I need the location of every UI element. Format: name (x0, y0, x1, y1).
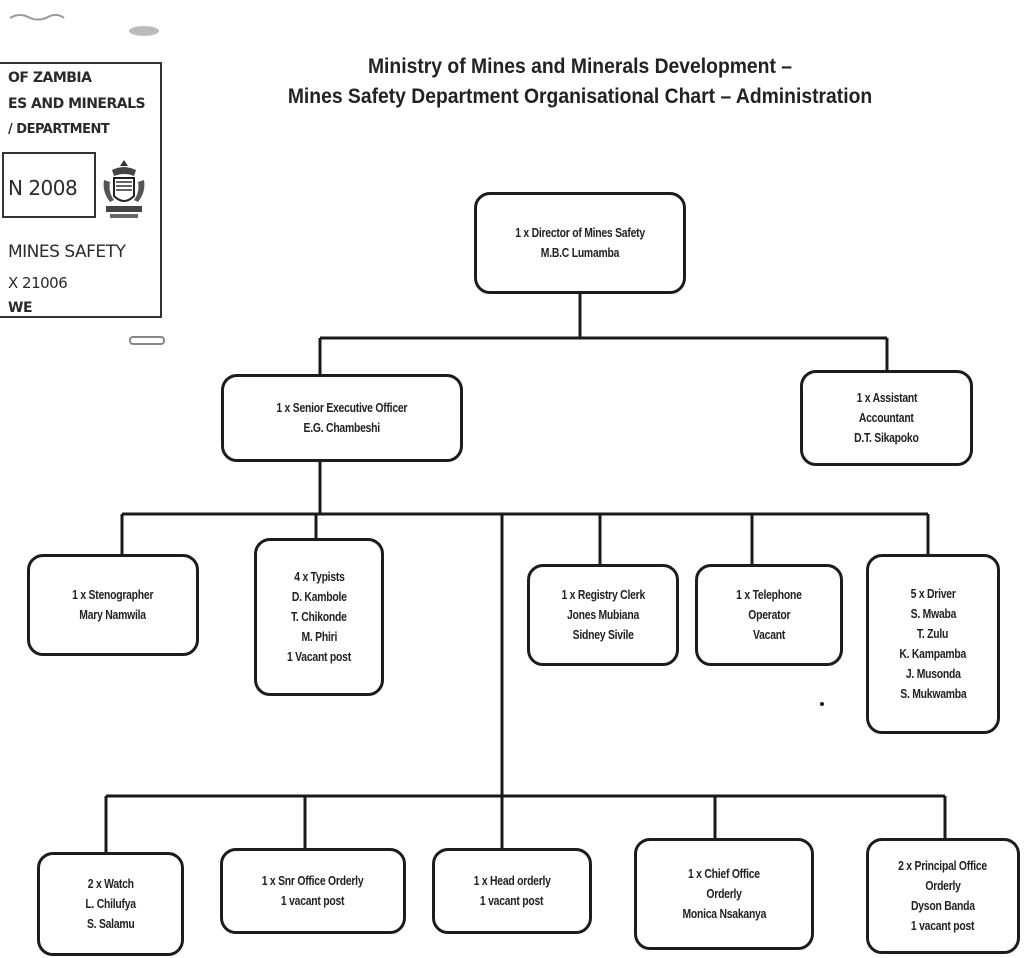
box-line: 1 vacant post (281, 893, 345, 908)
director-box: 1 x Director of Mines Safety M.B.C Lumam… (474, 192, 686, 294)
box-line: Orderly (706, 886, 742, 901)
box-line: 1 x Chief Office (688, 866, 760, 881)
box-line: Mary Namwila (79, 607, 147, 622)
box-line: Jones Mubiana (566, 607, 639, 622)
chart-title-line-1: Ministry of Mines and Minerals Developme… (367, 55, 793, 78)
box-line: L. Chilufya (85, 896, 136, 911)
assistant-accountant-box: 1 x Assistant Accountant D.T. Sikapoko (800, 370, 973, 466)
box-line: Sidney Sivile (572, 627, 634, 642)
box-line: T. Zulu (917, 626, 949, 641)
box-line: Accountant (859, 410, 914, 425)
box-line: 1 vacant post (480, 893, 544, 908)
telephone-operator-box: 1 x Telephone Operator Vacant (695, 564, 843, 666)
box-line: Orderly (925, 878, 961, 893)
chief-office-orderly-box: 1 x Chief Office Orderly Monica Nsakanya (634, 838, 814, 950)
stenographer-box: 1 x Stenographer Mary Namwila (27, 554, 199, 656)
box-line: 1 x Senior Executive Officer (276, 400, 408, 415)
box-line: M.B.C Lumamba (540, 245, 620, 260)
box-line: T. Chikonde (291, 609, 347, 624)
box-line: S. Salamu (86, 916, 135, 931)
box-line: M. Phiri (301, 629, 337, 644)
scan-smudge (9, 13, 65, 21)
scan-speck (820, 702, 824, 706)
box-line: Vacant (752, 627, 786, 642)
watch-box: 2 x Watch L. Chilufya S. Salamu (37, 852, 184, 956)
box-line: 5 x Driver (910, 586, 956, 601)
head-orderly-box: 1 x Head orderly 1 vacant post (432, 848, 592, 934)
box-line: 1 x Director of Mines Safety (515, 225, 645, 240)
box-line: 1 x Snr Office Orderly (262, 873, 364, 888)
box-line: 1 x Assistant (856, 390, 917, 405)
box-line: 1 x Head orderly (473, 873, 551, 888)
box-line: S. Mukwamba (899, 686, 967, 701)
box-line: Dyson Banda (911, 898, 975, 913)
box-line: Operator (747, 607, 790, 622)
drivers-box: 5 x Driver S. Mwaba T. Zulu K. Kampamba … (866, 554, 1000, 734)
stamp-line-7: WE (8, 300, 33, 316)
stamp-line-3: / DEPARTMENT (8, 122, 110, 137)
stamp-line-6: X 21006 (8, 274, 68, 292)
stamp-line-1: OF ZAMBIA (8, 70, 92, 86)
box-line: J. Musonda (905, 666, 961, 681)
stamp-line-2: ES AND MINERALS (8, 96, 146, 112)
box-line: E.G. Chambeshi (303, 420, 381, 435)
box-line: D. Kambole (291, 589, 347, 604)
box-line: 1 x Stenographer (72, 587, 154, 602)
box-line: S. Mwaba (910, 606, 956, 621)
box-line: 1 vacant post (911, 918, 975, 933)
snr-office-orderly-box: 1 x Snr Office Orderly 1 vacant post (220, 848, 406, 934)
scan-smudge (129, 26, 159, 36)
principal-office-orderly-box: 2 x Principal Office Orderly Dyson Banda… (866, 838, 1020, 954)
box-line: 1 x Registry Clerk (561, 587, 645, 602)
box-line: 4 x Typists (293, 569, 345, 584)
registry-clerk-box: 1 x Registry Clerk Jones Mubiana Sidney … (527, 564, 679, 666)
chart-title-line-2: Mines Safety Department Organisational C… (287, 85, 873, 108)
ministry-stamp: OF ZAMBIA ES AND MINERALS / DEPARTMENT N… (0, 62, 162, 318)
senior-executive-officer-box: 1 x Senior Executive Officer E.G. Chambe… (221, 374, 463, 462)
box-line: K. Kampamba (899, 646, 967, 661)
box-line: 2 x Watch (87, 876, 134, 891)
coat-of-arms-icon (103, 160, 145, 218)
box-line: 2 x Principal Office (898, 858, 988, 873)
stamp-date: N 2008 (8, 176, 78, 200)
box-line: 1 Vacant post (287, 649, 351, 664)
box-line: D.T. Sikapoko (854, 430, 919, 445)
stamp-date-box (2, 152, 96, 218)
typists-box: 4 x Typists D. Kambole T. Chikonde M. Ph… (254, 538, 384, 696)
box-line: 1 x Telephone (736, 587, 802, 602)
scan-smudge (129, 336, 165, 345)
box-line: Monica Nsakanya (682, 906, 766, 921)
stamp-line-5: MINES SAFETY (8, 242, 126, 262)
